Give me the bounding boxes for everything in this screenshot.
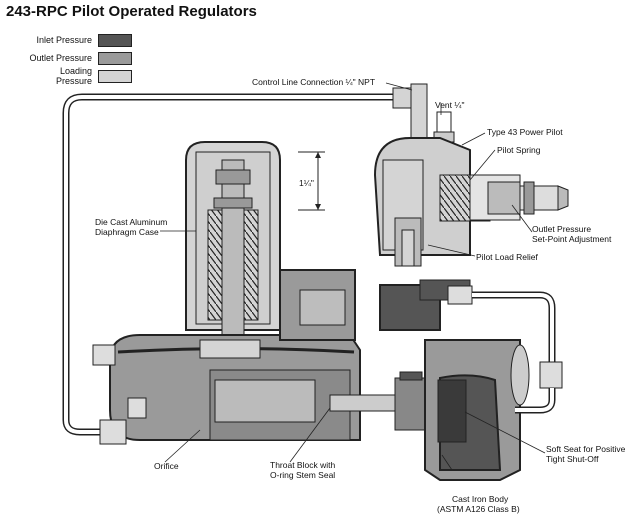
soft-seat: [437, 379, 467, 443]
diaphragm-case: [185, 141, 301, 341]
control-line-label: Control Line Connection ¼" NPT: [252, 77, 376, 87]
pilot-lower-body: [379, 279, 473, 331]
power-pilot-label: Type 43 Power Pilot: [487, 127, 563, 137]
main-stem: [221, 159, 245, 341]
diaphragm-case-label-line1: Die Cast Aluminum: [95, 217, 168, 227]
pilot-load-relief-label: Pilot Load Relief: [476, 252, 538, 262]
body-label-line1: Cast Iron Body: [452, 494, 509, 504]
main-body: [109, 269, 361, 441]
left-fitting-lower: [99, 419, 127, 445]
orifice-label: Orifice: [154, 461, 179, 471]
diaphragm-case-label-line2: Diaphragm Case: [95, 227, 159, 237]
legend-label: Inlet Pressure: [36, 35, 92, 45]
dimension-label: 1¼": [299, 178, 314, 188]
legend-item-outlet: Outlet Pressure: [24, 51, 132, 65]
leader-lines: [160, 82, 546, 471]
outlet-adjust-label-line2: Set-Point Adjustment: [532, 234, 612, 244]
tube-fitting: [539, 361, 563, 389]
throat-block: [329, 371, 441, 431]
throat-block-label-line1: Throat Block with: [270, 460, 336, 470]
legend-item-inlet: Inlet Pressure: [24, 33, 132, 47]
outlet-adjust-label-line1: Outlet Pressure: [532, 224, 592, 234]
pilot-spring-label: Pilot Spring: [497, 145, 541, 155]
soft-seat-label-line1: Soft Seat for Positive: [546, 444, 626, 454]
legend-swatch-outlet: [98, 51, 132, 65]
throat-block-label-line2: O-ring Stem Seal: [270, 470, 336, 480]
legend-swatch-inlet: [98, 33, 132, 47]
pilot-assembly: [373, 137, 569, 267]
legend-item-loading: Loading Pressure: [24, 66, 132, 86]
body-label-line2: (ASTM A126 Class B): [437, 504, 520, 514]
legend-label: Outlet Pressure: [29, 53, 92, 63]
left-fitting-upper: [92, 344, 116, 366]
dimension-marker: [298, 151, 325, 211]
cast-iron-body: [424, 339, 530, 481]
page-title: 243-RPC Pilot Operated Regulators: [6, 3, 257, 20]
legend-swatch-loading: [98, 69, 132, 83]
legend-label: Loading Pressure: [55, 66, 92, 86]
soft-seat-label-line2: Tight Shut-Off: [546, 454, 599, 464]
vent-label: Vent ¼": [435, 100, 465, 110]
